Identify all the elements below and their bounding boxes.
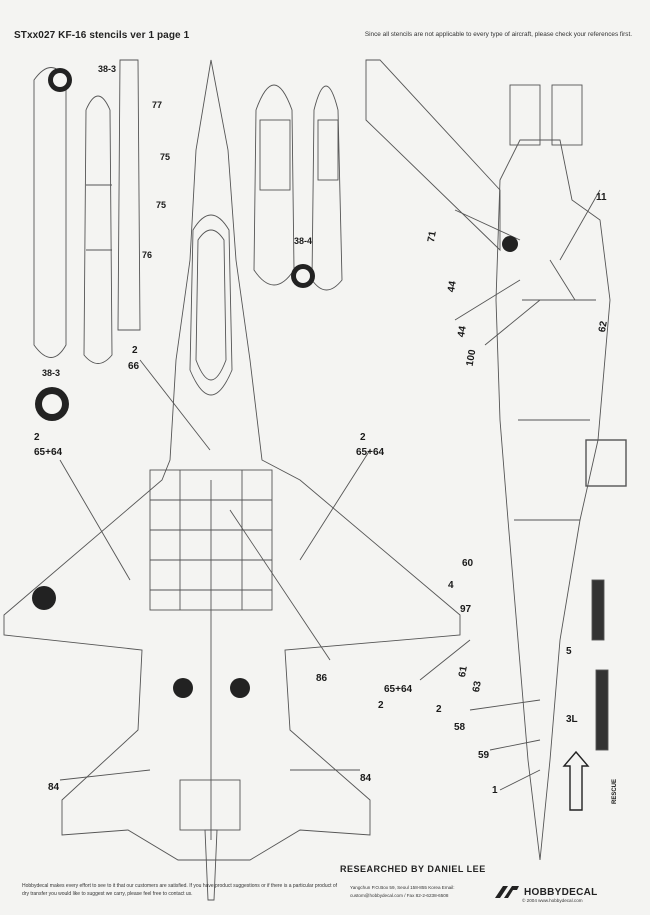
brand: HOBBYDECAL [494, 884, 598, 900]
callout-65-64-c: 65+64 [384, 684, 413, 695]
sheet-note: Since all stencils are not applicable to… [364, 31, 632, 38]
callout-38-3-bottom: 38-3 [42, 368, 60, 378]
callout-84-a: 84 [48, 782, 60, 793]
callout-3l: 3L [566, 714, 578, 725]
callout-1: 1 [492, 785, 498, 796]
callout-100: 100 [465, 348, 479, 367]
fuel-tank-right-b [311, 85, 343, 291]
callout-71: 71 [426, 230, 439, 243]
callout-66: 66 [128, 361, 140, 372]
callout-11: 11 [596, 192, 607, 203]
fuel-tank-left [33, 67, 67, 358]
callout-2-e: 2 [436, 704, 442, 715]
callout-59: 59 [478, 750, 490, 761]
callout-77: 77 [152, 100, 162, 110]
callout-2-b: 2 [34, 432, 40, 443]
callout-38-4: 38-4 [294, 236, 312, 246]
callout-63: 63 [471, 680, 484, 693]
callout-86: 86 [316, 673, 328, 684]
rescue-label: RESCUE [612, 779, 618, 804]
pylon-strip [117, 59, 141, 331]
callout-75-a: 75 [160, 152, 170, 162]
callout-61: 61 [457, 665, 470, 678]
callout-5: 5 [566, 646, 572, 657]
fuel-tank-center [83, 95, 113, 364]
researched-by: RESEARCHED BY DANIEL LEE [340, 864, 486, 874]
brand-name: HOBBYDECAL [524, 886, 598, 898]
callout-2-a: 2 [132, 345, 138, 356]
callout-65-64-a: 65+64 [34, 447, 63, 458]
callout-2-d: 2 [378, 700, 384, 711]
callout-44-b: 44 [456, 325, 469, 338]
callout-60: 60 [462, 558, 474, 569]
aircraft-side-view [495, 139, 611, 861]
vertical-tail [365, 59, 501, 252]
copyright: © 2004 www.hobbydecal.com [522, 898, 583, 903]
footer-note: Hobbydecal makes every effort to see to … [22, 883, 338, 897]
callout-65-64-b: 65+64 [356, 447, 385, 458]
callout-2-c: 2 [360, 432, 366, 443]
hd-logo-icon [495, 886, 519, 898]
canopy [189, 214, 233, 396]
callout-76: 76 [142, 250, 152, 260]
callout-44-a: 44 [446, 280, 459, 293]
callout-38-3-top: 38-3 [98, 64, 116, 74]
callout-62: 62 [597, 320, 610, 333]
aircraft-top-view [3, 59, 461, 861]
fuel-tank-right-a [253, 84, 295, 286]
callout-75-b: 75 [156, 200, 166, 210]
roundel-icon [32, 68, 518, 698]
arrow-up-icon [562, 750, 590, 811]
footer-address: Yangchun P.O.Box 59, Seoul 158-855 Korea… [350, 885, 455, 898]
sheet-title: STxx027 KF-16 stencils ver 1 page 1 [14, 30, 190, 41]
callout-4: 4 [448, 580, 454, 591]
callout-84-b: 84 [360, 773, 372, 784]
callout-97: 97 [460, 604, 472, 615]
callout-58: 58 [454, 722, 466, 733]
